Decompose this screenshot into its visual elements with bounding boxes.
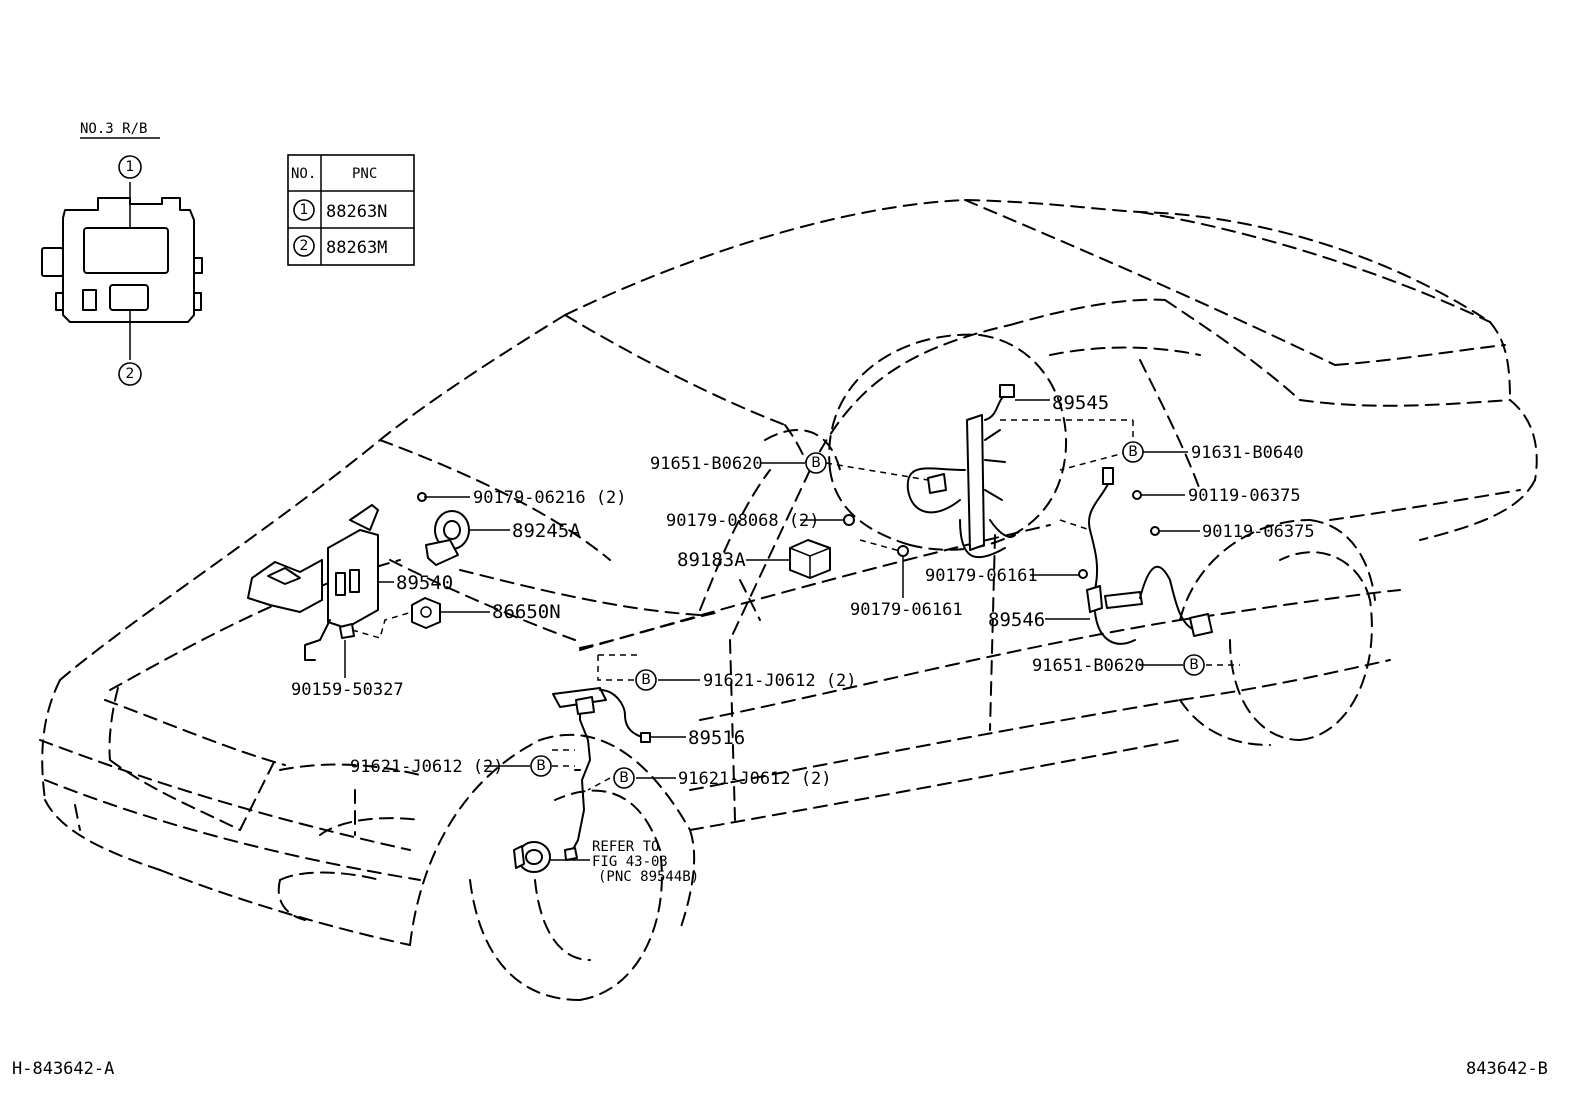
marker-1-text: 1	[126, 159, 135, 175]
label-90159-50327: 90159-50327	[291, 680, 404, 700]
label-86650n: 86650N	[492, 601, 561, 623]
table-row-2-marker	[293, 235, 315, 257]
part-89245a-sensor	[425, 510, 470, 566]
label-91651-b0620-top: 91651-B0620	[650, 454, 763, 474]
part-89545-harness	[906, 384, 1016, 559]
callout-b-2	[1122, 441, 1144, 463]
label-89516: 89516	[688, 727, 745, 749]
table-row-2-no: 2	[300, 238, 309, 254]
label-89545: 89545	[1052, 392, 1109, 414]
svg-text:B: B	[811, 455, 821, 471]
part-86650n	[411, 597, 441, 629]
part-90119-06375-nut-a	[1132, 490, 1142, 500]
part-90159-50327-bolt	[339, 623, 355, 639]
marker-2-text: 2	[126, 366, 135, 382]
callout-b-5	[530, 755, 552, 777]
label-refer-line3: (PNC 89544B)	[598, 869, 699, 885]
callout-b-circles: B B B B B B	[530, 441, 1205, 789]
relay-block: NO.3 R/B 1 2	[41, 121, 203, 386]
footer-left-code: H-843642-A	[12, 1059, 114, 1079]
part-89516-harness	[552, 687, 651, 861]
svg-text:B: B	[619, 770, 629, 786]
car-body-outline	[39, 199, 1538, 1001]
leader-lines	[344, 399, 1240, 861]
label-89183a: 89183A	[677, 549, 746, 571]
table-row-1-no: 1	[300, 202, 309, 218]
part-89540-ecu	[247, 504, 379, 661]
label-90179-06216: 90179-06216 (2)	[473, 488, 627, 508]
callout-b-4	[635, 669, 657, 691]
part-89183a	[789, 539, 831, 579]
callout-b-6	[613, 767, 635, 789]
label-91621-j0612-b: 91621-J0612 (2)	[350, 757, 504, 777]
callout-b-1	[805, 452, 827, 474]
label-89540: 89540	[396, 572, 453, 594]
label-91651-b0620-bottom: 91651-B0620	[1032, 656, 1145, 676]
pnc-table: NO. PNC 1 88263N 2 88263M	[287, 154, 415, 266]
label-91621-j0612-c: 91621-J0612 (2)	[678, 769, 832, 789]
table-row-1-marker	[293, 199, 315, 221]
part-90179-08068-nut	[843, 514, 855, 526]
label-91631-b0640: 91631-B0640	[1191, 443, 1304, 463]
part-90179-06161-nut-right	[1078, 569, 1088, 579]
table-header-no: NO.	[291, 166, 316, 182]
svg-text:B: B	[536, 758, 546, 774]
label-91621-j0612-a: 91621-J0612 (2)	[703, 671, 857, 691]
label-90179-08068: 90179-08068 (2)	[666, 511, 820, 531]
label-refer-line1: REFER TO	[592, 839, 659, 855]
label-89245a: 89245A	[512, 520, 581, 542]
footer-right-code: 843642-B	[1466, 1059, 1548, 1079]
svg-text:B: B	[1189, 657, 1199, 673]
part-90119-06375-nut-b	[1150, 526, 1160, 536]
marker-1-circle	[118, 155, 142, 179]
part-89544b-sensor	[513, 841, 551, 873]
svg-text:B: B	[641, 672, 651, 688]
table-header-pnc: PNC	[352, 166, 377, 182]
marker-2-circle	[118, 362, 142, 386]
label-90119-06375-b: 90119-06375	[1202, 522, 1315, 542]
label-90179-06161-mid: 90179-06161	[850, 600, 963, 620]
table-row-2-pnc: 88263M	[326, 238, 387, 258]
label-90119-06375-a: 90119-06375	[1188, 486, 1301, 506]
label-89546: 89546	[988, 609, 1045, 631]
part-89546-harness	[1078, 467, 1213, 645]
label-refer-line2: FIG 43-03	[592, 854, 668, 870]
callout-b-3	[1183, 654, 1205, 676]
table-row-1-pnc: 88263N	[326, 202, 387, 222]
part-labels: 89545 91651-B0620 91631-B0640 90179-0621…	[291, 392, 1315, 885]
svg-text:B: B	[1128, 444, 1138, 460]
part-90179-06161-nut-mid	[897, 545, 909, 557]
relay-block-title: NO.3 R/B	[80, 121, 147, 137]
label-90179-06161-right: 90179-06161	[925, 566, 1038, 586]
